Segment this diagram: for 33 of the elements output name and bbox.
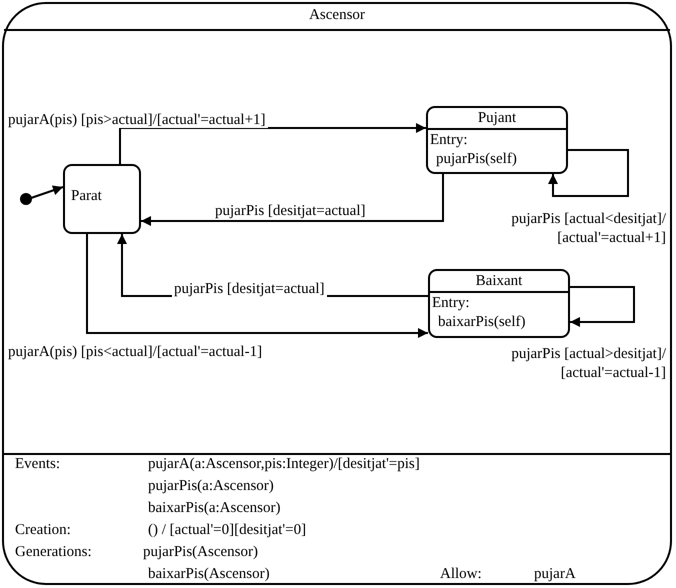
- initial-state-dot: [20, 193, 32, 205]
- entry-action: pujarPis(self): [436, 151, 517, 168]
- edge-label: pujarPis [desitjat=actual]: [213, 203, 368, 219]
- transition-arrow: [119, 123, 426, 164]
- section-keyword: Creation:: [15, 522, 71, 539]
- specification-text: pujarPis(a:Ascensor): [148, 478, 274, 495]
- state-box: [63, 164, 141, 234]
- section-keyword: Events:: [15, 456, 60, 473]
- specification-text: () / [actual'=0][desitjat'=0]: [148, 522, 306, 539]
- edge-label: pujarA(pis) [pis<actual]/[actual'=actual-1]: [6, 344, 264, 360]
- specification-text: pujarPis(Ascensor): [143, 544, 258, 561]
- state-name: Parat: [71, 188, 102, 205]
- section-keyword: Allow:: [440, 566, 482, 583]
- section-keyword: Generations:: [15, 544, 92, 561]
- edge-label: pujarA(pis) [pis>actual]/[actual'=actual+1]: [6, 112, 268, 128]
- specification-text: baixarPis(a:Ascensor): [148, 500, 280, 517]
- self-transition-arrow: [548, 149, 629, 197]
- transition-arrow: [141, 174, 444, 226]
- entry-action: baixarPis(self): [438, 314, 526, 331]
- self-transition-arrow: [570, 286, 635, 327]
- state-box: [428, 269, 570, 338]
- frame-title: Ascensor: [308, 7, 366, 24]
- edge-label: pujarPis [desitjat=actual]: [172, 281, 326, 297]
- specification-text: baixarPis(Ascensor): [148, 566, 270, 583]
- transition-arrow: [86, 234, 428, 338]
- state-box: [426, 106, 568, 174]
- transition-arrow: [30, 186, 64, 199]
- entry-keyword: Entry:: [432, 295, 470, 312]
- entry-keyword: Entry:: [430, 132, 468, 149]
- specification-text: pujarA(a:Ascensor,pis:Integer)/[desitjat'=pis]: [148, 456, 420, 473]
- state-name: Baixant: [474, 273, 524, 290]
- state-name: Pujant: [476, 110, 518, 127]
- specification-text: pujarA: [534, 566, 576, 583]
